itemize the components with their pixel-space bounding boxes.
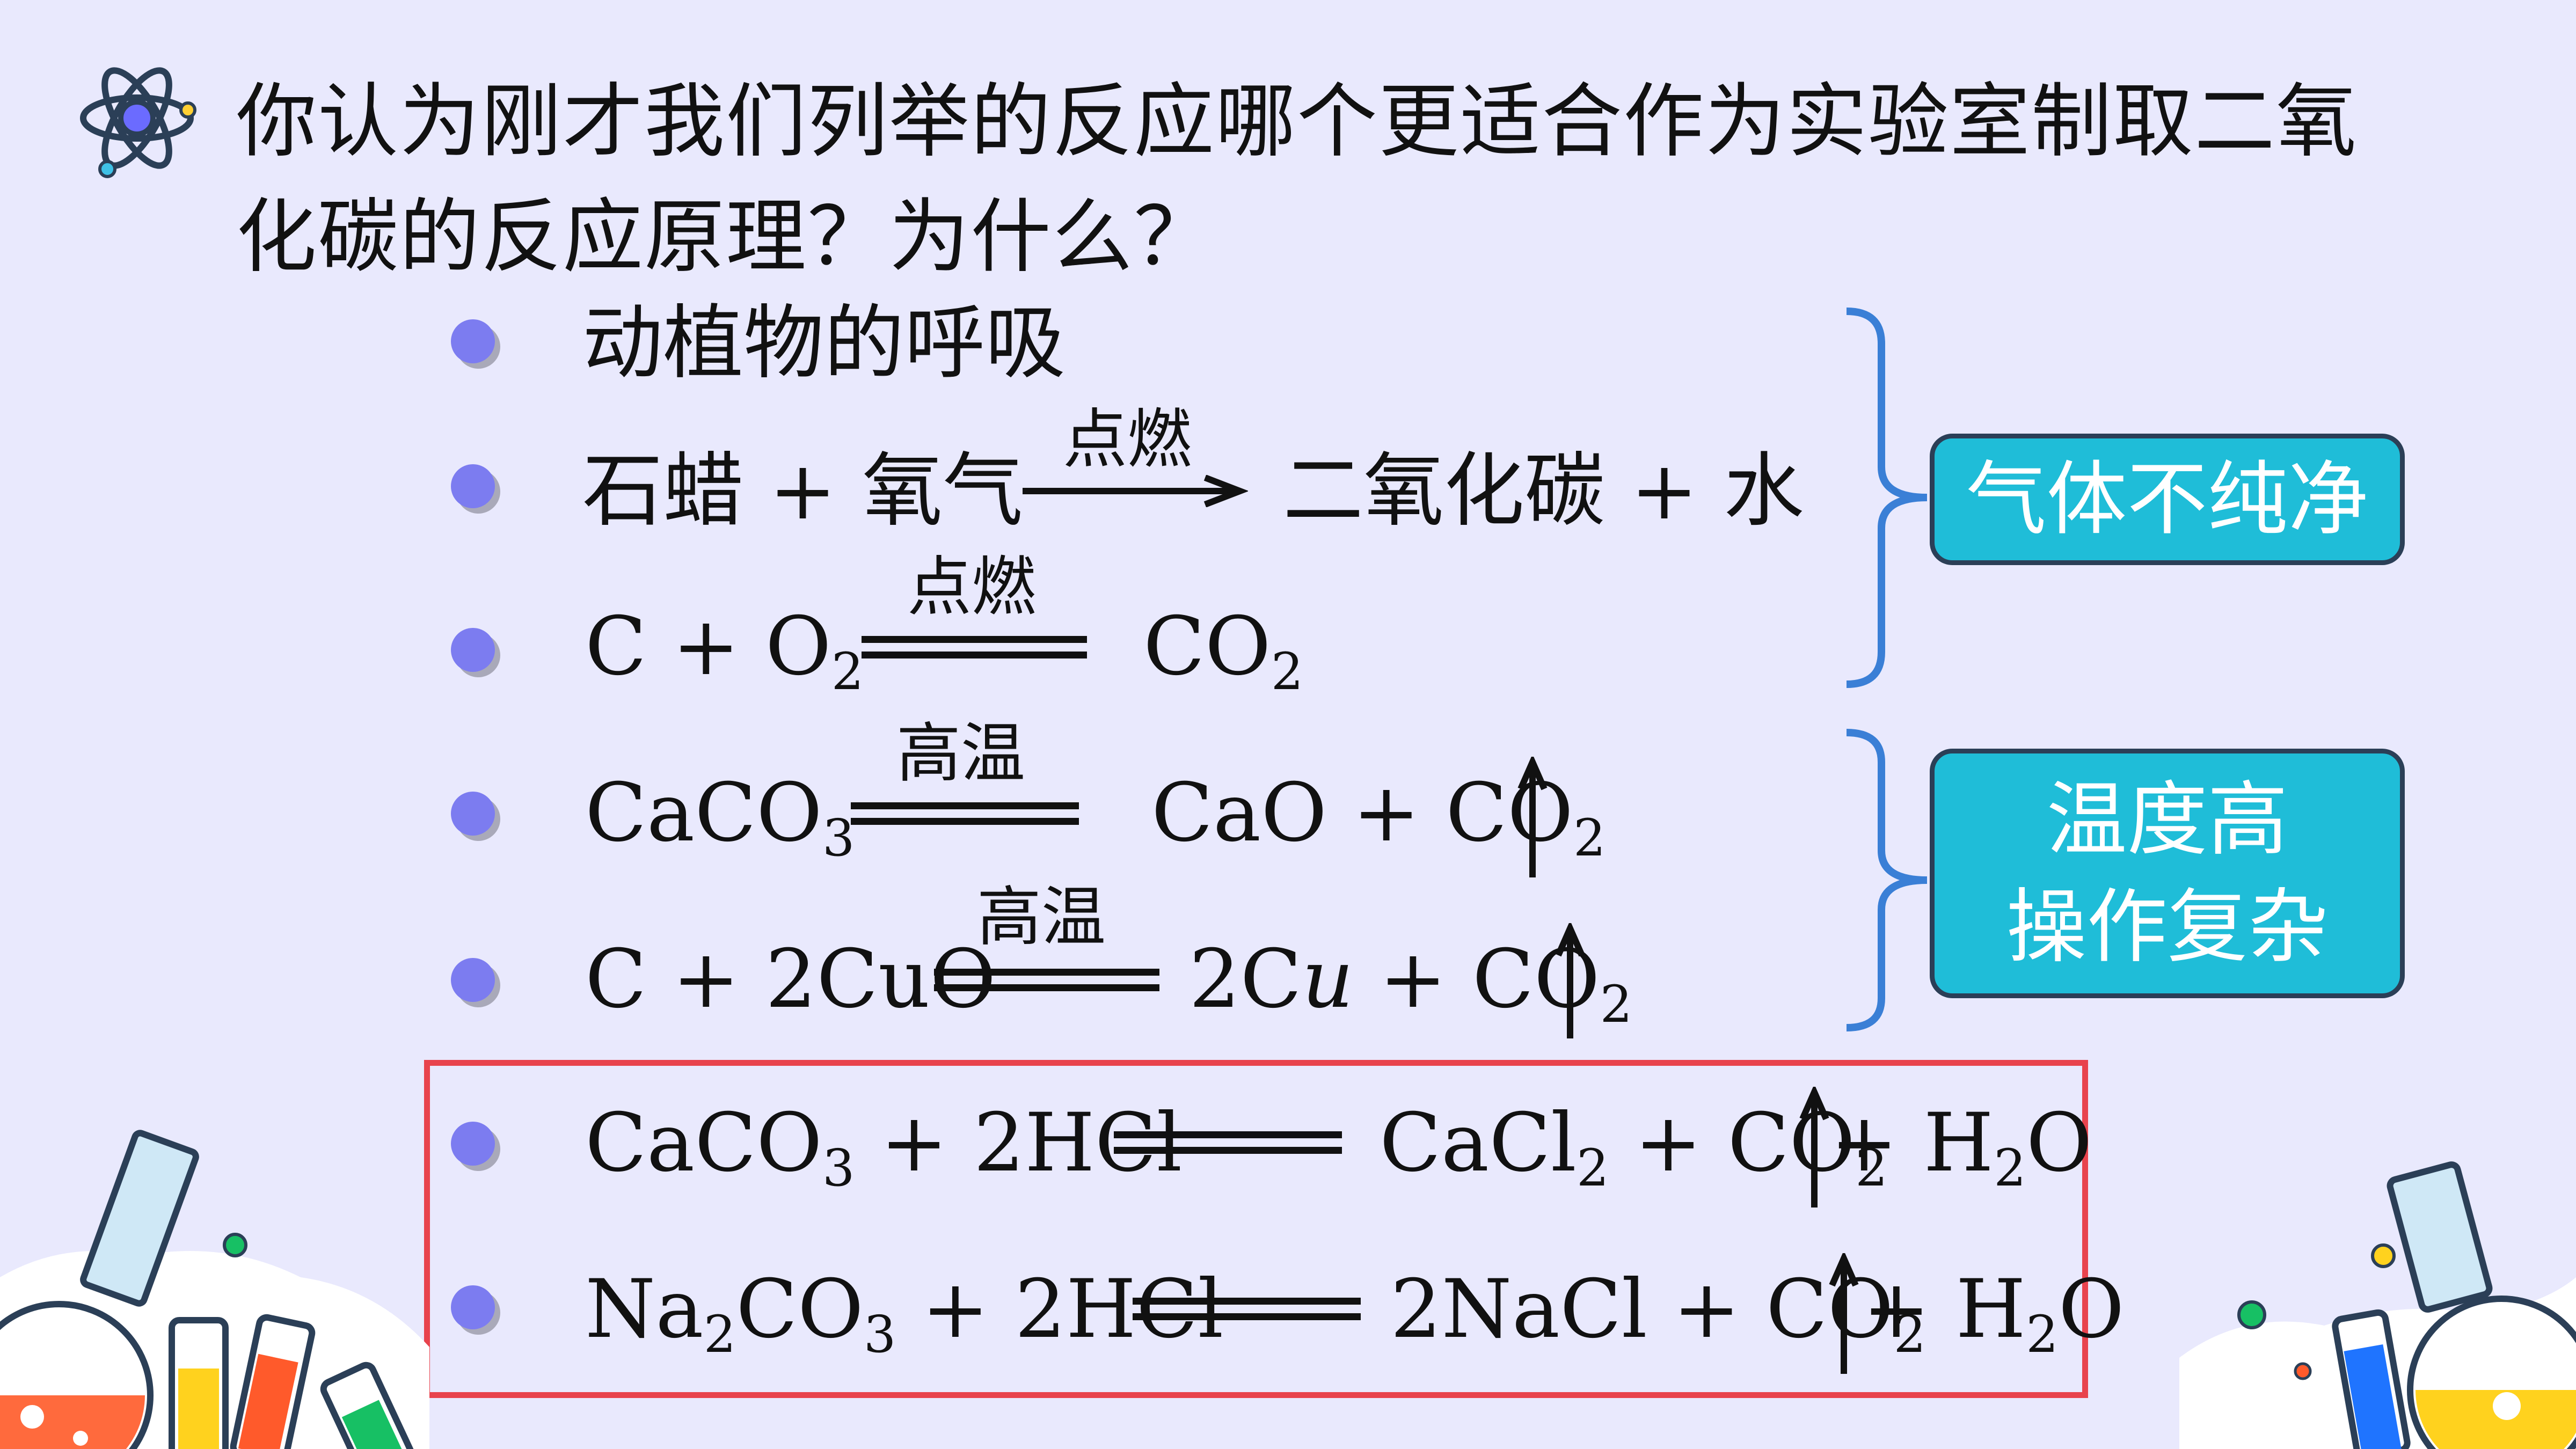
brace-impure [1846, 308, 1928, 688]
bullet [451, 319, 495, 363]
label-impure-gas: 气体不纯净 [1930, 434, 2405, 565]
lab-glassware-left-icon [0, 1130, 429, 1449]
condition-ignite: 点燃 [1063, 402, 1192, 477]
paraffin-left: 石蜡 + 氧气 [582, 444, 1024, 538]
equals-sign [1133, 1298, 1361, 1320]
bullet [451, 1285, 495, 1329]
reaction-arrow [1023, 475, 1248, 507]
condition-ignite: 点燃 [907, 550, 1036, 625]
gas-arrow-icon [1799, 1087, 1829, 1208]
gas-arrow-icon [1829, 1253, 1859, 1374]
limestone-left: CaCO3 [585, 766, 855, 868]
equals-sign [1114, 1131, 1342, 1154]
bullet [451, 628, 495, 672]
equals-sign [862, 636, 1087, 658]
bullet [451, 792, 495, 836]
caco3-hcl-right: CaCl2 + CO2 [1380, 1096, 1888, 1198]
carbon-combustion-right: CO2 [1143, 600, 1304, 701]
caco3-hcl-water: + H2O [1830, 1096, 2092, 1198]
copper-oxide-left: C + 2CuO [585, 933, 996, 1026]
carbon-combustion-left: C + O2 [585, 600, 864, 701]
na2co3-hcl-right: 2NaCl + CO2 [1390, 1263, 1926, 1364]
question-text: 你认为刚才我们列举的反应哪个更适合作为实验室制取二氧化碳的反应原理？为什么？ [236, 75, 2358, 284]
brace-high-temp [1846, 729, 1928, 1031]
condition-high-temp: 高温 [977, 880, 1106, 955]
label-line: 操作复杂 [2006, 880, 2329, 974]
label-high-temp-complex: 温度高 操作复杂 [1930, 749, 2405, 998]
limestone-right: CaO + CO2 [1151, 766, 1606, 868]
na2co3-hcl-water: + H2O [1863, 1263, 2125, 1364]
highlight-box [424, 1060, 2088, 1398]
equals-sign [934, 969, 1159, 991]
bullet [451, 958, 495, 1002]
bullet [451, 464, 495, 508]
gas-arrow-icon [1517, 757, 1548, 877]
na2co3-hcl-left: Na2CO3 + 2HCl [585, 1263, 1224, 1364]
paraffin-right: 二氧化碳 + 水 [1283, 444, 1805, 538]
label-line: 温度高 [2046, 773, 2288, 867]
gas-arrow-icon [1555, 923, 1585, 1038]
equals-sign [851, 802, 1079, 825]
caco3-hcl-left: CaCO3 + 2HCl [585, 1096, 1183, 1198]
condition-high-temp: 高温 [896, 716, 1025, 791]
item-respiration: 动植物的呼吸 [582, 297, 1066, 390]
atom-icon [80, 67, 196, 178]
bullet [451, 1122, 495, 1166]
lab-glassware-right-icon [2179, 1161, 2576, 1449]
